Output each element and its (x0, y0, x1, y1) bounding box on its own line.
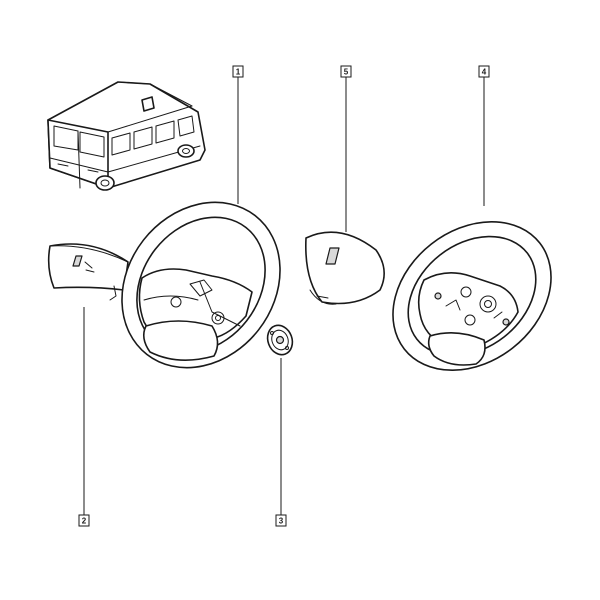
callout-label-1: 1 (236, 68, 241, 77)
callout-4: 4 (478, 65, 490, 78)
callout-5: 5 (340, 65, 352, 78)
callout-3: 3 (275, 514, 287, 527)
callout-label-5: 5 (344, 68, 349, 77)
callout-1: 1 (232, 65, 244, 78)
steering-wheel-icon (121, 201, 281, 369)
van-icon (47, 81, 206, 191)
callout-label-2: 2 (82, 517, 87, 526)
airbag-module-icon (305, 231, 385, 305)
callout-label-3: 3 (279, 517, 284, 526)
callout-2: 2 (78, 514, 90, 527)
callout-label-4: 4 (482, 68, 487, 77)
steering-wheel-with-controls-icon (392, 220, 552, 372)
airbag-cover-icon (47, 243, 129, 301)
hub-icon (266, 324, 294, 356)
leader-lines (83, 77, 485, 515)
